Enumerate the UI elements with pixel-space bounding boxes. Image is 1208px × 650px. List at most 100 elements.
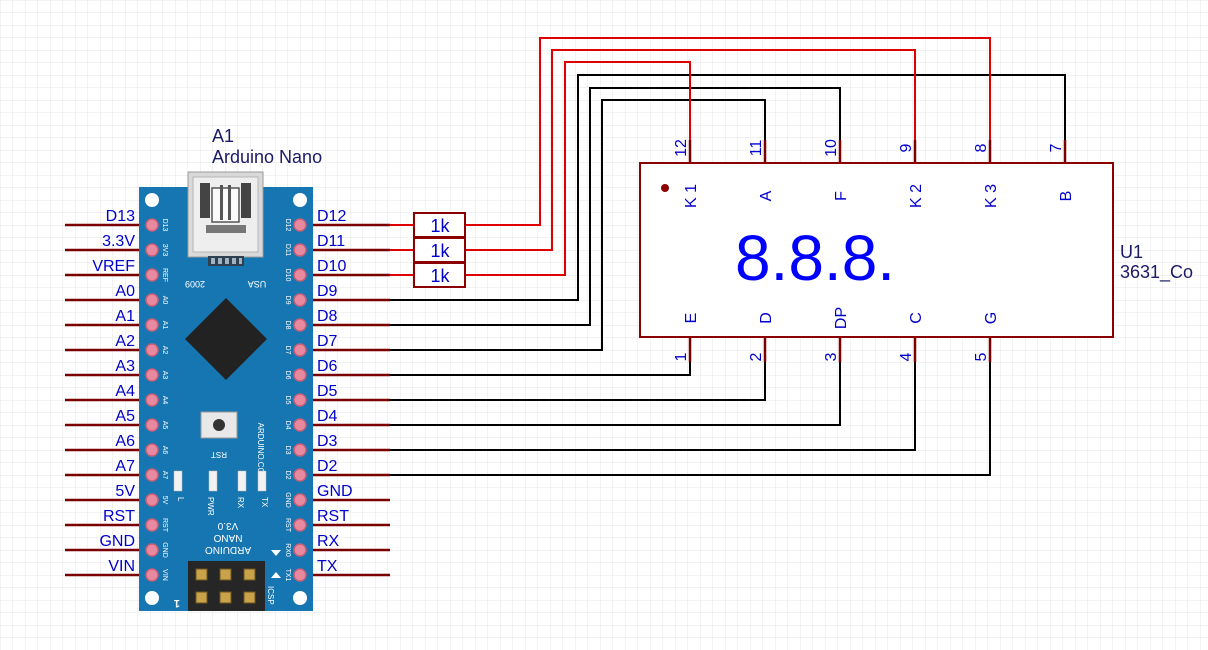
wire-r1-k3[interactable] (465, 37, 991, 226)
board-silk-label: D10 (284, 269, 291, 282)
wire-d9-b[interactable] (390, 74, 1066, 301)
board-silk-label: VIN (161, 569, 168, 581)
board-pad (145, 268, 159, 282)
pin-label-right: RX (317, 533, 340, 550)
board-silk-label: A7 (161, 471, 168, 480)
wire-d8-f[interactable] (390, 87, 841, 326)
pin-label-left: RST (103, 508, 135, 525)
black-wires (390, 74, 1066, 476)
board-silk-label: A3 (161, 371, 168, 380)
board-pad (293, 468, 307, 482)
usb-connector (187, 171, 264, 266)
arduino-pin-lines (65, 223, 390, 577)
board-pad (145, 518, 159, 532)
display-pin-name: K 2 (908, 184, 925, 208)
board-silk-label: D5 (284, 396, 291, 405)
display-designator: U1 (1120, 242, 1143, 262)
display-pin-name: B (1058, 191, 1075, 202)
pin-label-right: D6 (317, 358, 338, 375)
wire-r2-k2[interactable] (465, 49, 916, 251)
led-rx-label: RX (236, 497, 245, 509)
wire-d2-g[interactable] (390, 340, 991, 476)
board-silk-label: 5V (161, 496, 168, 505)
display-pin-lines (688, 140, 1067, 362)
wire-r3-k1[interactable] (465, 61, 691, 276)
board-pad (145, 368, 159, 382)
icsp-header (188, 561, 265, 611)
board-leds (173, 470, 267, 492)
pin-label-right: GND (317, 483, 353, 500)
icsp-label: ICSP (266, 586, 275, 605)
board-silk-label: A5 (161, 421, 168, 430)
pin-label-left: A0 (115, 283, 135, 300)
arduino-nano[interactable]: A1 Arduino Nano 2009 USA (65, 126, 390, 611)
board-silk-label: GND (161, 542, 168, 558)
board-pad (145, 218, 159, 232)
board-pad (145, 393, 159, 407)
display-pin-name: K 1 (683, 184, 700, 208)
board-pad (145, 293, 159, 307)
resistor[interactable]: 1k (413, 237, 466, 263)
board-silk-label: D7 (284, 346, 291, 355)
board-pad (293, 418, 307, 432)
board-pad (145, 493, 159, 507)
pin-label-right: D10 (317, 258, 346, 275)
board-pad (293, 243, 307, 257)
board-pad (293, 493, 307, 507)
mount-hole (293, 591, 307, 605)
board-pad (145, 568, 159, 582)
pin-label-right: TX (317, 558, 338, 575)
board-silk-label: 3V3 (161, 244, 168, 257)
resistor-body (413, 262, 466, 288)
resistor[interactable]: 1k (413, 262, 466, 288)
board-silk-label: A6 (161, 446, 168, 455)
pin-label-left: A4 (115, 383, 135, 400)
pin1-dot (661, 184, 669, 192)
display-pin-name: G (983, 312, 1000, 324)
wire-d7-a[interactable] (390, 99, 766, 351)
board-pad (293, 443, 307, 457)
icsp-marker: 1 (174, 597, 180, 609)
board-pad (293, 393, 307, 407)
display-body (639, 162, 1114, 338)
board-pad (293, 293, 307, 307)
pin-label-left: 5V (115, 483, 135, 500)
board-silk-label: A2 (161, 346, 168, 355)
display-part: 3631_Co (1120, 262, 1193, 283)
board-pad (293, 568, 307, 582)
pin-label-left: D13 (106, 208, 135, 225)
resistor[interactable]: 1k (413, 212, 466, 238)
pin-label-right: D3 (317, 433, 338, 450)
reset-button[interactable] (200, 411, 238, 439)
board-pad (145, 418, 159, 432)
led-l-label: L (176, 497, 185, 502)
wire-d3-c[interactable] (390, 340, 916, 451)
display-pin-number: 10 (823, 139, 840, 157)
board-model-line1: ARDUINO (205, 544, 251, 555)
wire-d4-dp[interactable] (390, 340, 841, 426)
board-silk-label: D11 (284, 244, 291, 256)
tx-arrow-icon (271, 572, 281, 578)
display-pin-number: 4 (898, 352, 915, 361)
display-pin-number: 9 (898, 143, 915, 152)
board-silk-label: A1 (161, 321, 168, 330)
pin-label-right: D12 (317, 208, 346, 225)
resistor-value: 1k (430, 266, 450, 286)
display-pin-number: 11 (748, 140, 765, 157)
board-pad (145, 443, 159, 457)
board-model-line2: NANO (213, 532, 242, 543)
board-silk-label: RX0 (284, 543, 291, 557)
pin-label-left: VREF (92, 258, 135, 275)
reset-label: RST (211, 450, 227, 459)
board-pad (293, 343, 307, 357)
arduino-designator: A1 (212, 126, 234, 146)
resistor-value: 1k (430, 216, 450, 236)
board-pad (293, 218, 307, 232)
